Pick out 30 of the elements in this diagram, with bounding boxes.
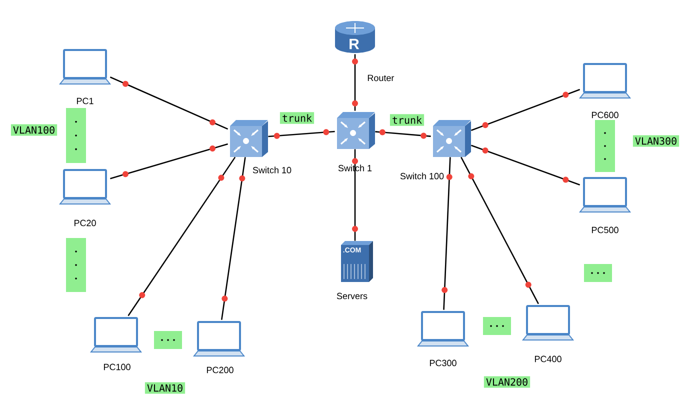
node-label: PC400	[534, 356, 562, 362]
edge-label: trunk	[390, 114, 424, 126]
cable-line	[110, 143, 228, 180]
node-label: PC1	[76, 98, 94, 104]
icon-letter: R	[350, 38, 360, 50]
cable-line	[375, 131, 431, 137]
node-label: Switch 100	[400, 172, 444, 180]
node-label: PC600	[592, 112, 618, 118]
cable-line	[460, 156, 539, 304]
cable-line	[128, 156, 236, 316]
node-label: PC500	[592, 226, 618, 234]
cable-line	[443, 157, 451, 310]
node-label: Router	[368, 74, 394, 82]
cable-line	[354, 149, 356, 241]
node-label: PC300	[430, 360, 456, 366]
node-label: PC100	[104, 364, 130, 370]
edge-label: trunk	[280, 112, 314, 124]
cable-line	[221, 157, 246, 320]
cable-line	[354, 54, 356, 111]
vlan-tag: VLAN200	[484, 376, 530, 388]
vlan-tag: VLAN10	[144, 382, 186, 394]
vlan-tag: VLAN100	[10, 124, 58, 136]
vlan-tag: VLAN300	[632, 135, 680, 147]
node-label: Servers	[336, 292, 368, 300]
cable-line	[110, 76, 228, 130]
cable-line	[470, 88, 580, 131]
node-label: PC200	[206, 366, 234, 374]
cable-line	[470, 144, 580, 186]
node-label: PC20	[74, 220, 96, 226]
node-label: Switch 10	[252, 166, 292, 174]
